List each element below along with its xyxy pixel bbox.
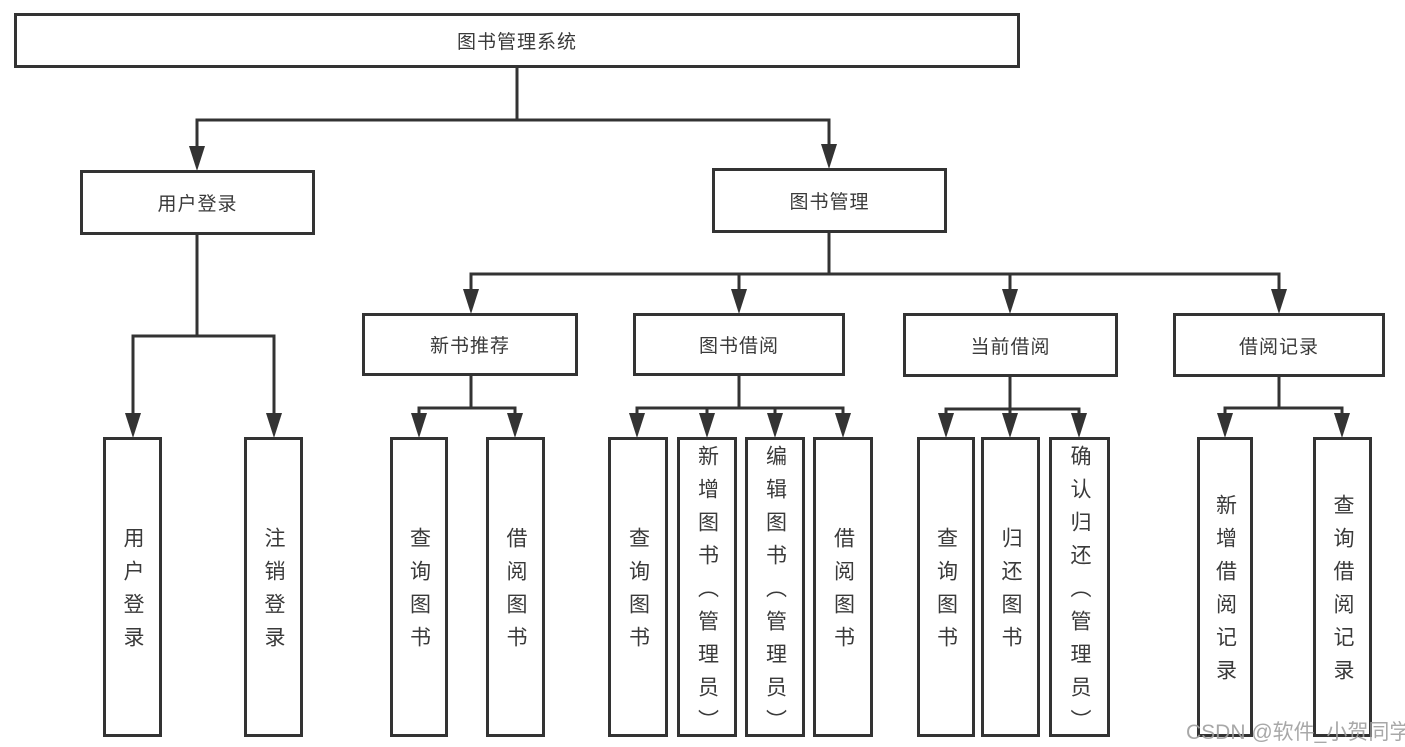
root-node-book-management-system: 图书管理系统 [14,13,1020,68]
arrow-down-icons [125,144,1350,438]
arrow-down-icon [1271,289,1287,314]
leaf-current-return-books: 归还图书 [981,437,1040,737]
arrow-down-icon [938,413,954,438]
leaf-current-confirm-return-admin: 确认归还（管理员） [1049,437,1110,742]
leaf-borrow-borrow-books: 借阅图书 [813,437,873,737]
leaf-logout: 注销登录 [244,437,303,737]
leaf-borrow-query-books: 查询图书 [608,437,668,737]
leaf-label: 新增图书（管理员） [695,444,719,742]
node-book-borrow: 图书借阅 [633,313,845,376]
arrow-down-icon [1002,413,1018,438]
leaf-label: 注销登录 [262,527,285,659]
leaf-label: 归还图书 [999,527,1022,659]
leaf-label: 查询图书 [934,527,958,659]
leaf-newbook-borrow-books: 借阅图书 [486,437,545,737]
node-new-book-recommend: 新书推荐 [362,313,578,376]
arrow-down-icon [821,144,837,169]
leaf-label: 新增借阅记录 [1213,494,1237,692]
node-borrow-record: 借阅记录 [1173,313,1385,377]
node-label: 用户登录 [157,194,238,215]
node-book-management: 图书管理 [712,168,947,233]
arrow-down-icon [835,413,851,438]
node-current-borrow: 当前借阅 [903,313,1118,377]
leaf-user-login: 用户登录 [103,437,162,737]
leaf-current-query-books: 查询图书 [917,437,975,737]
arrow-down-icon [699,413,715,438]
node-label: 当前借阅 [970,336,1051,358]
node-label: 图书管理 [789,192,870,213]
leaf-label: 借阅图书 [831,527,855,659]
arrow-down-icon [629,413,645,438]
leaf-label: 查询图书 [626,527,650,659]
node-label: 新书推荐 [429,336,510,357]
arrow-down-icon [507,413,523,438]
leaf-newbook-query-books: 查询图书 [390,437,448,737]
connector-lines [131,68,1344,420]
leaf-label: 借阅图书 [504,527,527,659]
leaf-record-add-borrow-record: 新增借阅记录 [1197,437,1253,737]
arrow-down-icon [1334,413,1350,438]
leaf-label: 查询图书 [407,527,431,659]
arrow-down-icon [767,413,783,438]
node-label: 借阅记录 [1238,336,1319,358]
arrow-down-icon [189,146,205,171]
node-label: 图书借阅 [698,336,779,357]
arrow-down-icon [1002,289,1018,314]
root-node-label: 图书管理系统 [456,32,577,53]
arrow-down-icon [1071,413,1087,438]
arrow-down-icon [125,413,141,438]
leaf-record-query-borrow-record: 查询借阅记录 [1313,437,1372,737]
node-user-login: 用户登录 [80,170,315,235]
leaf-label: 查询借阅记录 [1331,494,1354,692]
leaf-borrow-add-books-admin: 新增图书（管理员） [677,437,737,742]
arrow-down-icon [463,289,479,314]
leaf-label: 编辑图书（管理员） [763,444,787,742]
csdn-watermark: CSDN @软件_小贺同学 [1186,721,1405,744]
arrow-down-icon [731,289,747,314]
leaf-borrow-edit-books-admin: 编辑图书（管理员） [745,437,805,742]
leaf-label: 用户登录 [121,527,144,659]
arrow-down-icon [266,413,282,438]
leaf-label: 确认归还（管理员） [1068,444,1091,742]
arrow-down-icon [411,413,427,438]
arrow-down-icon [1217,413,1233,438]
